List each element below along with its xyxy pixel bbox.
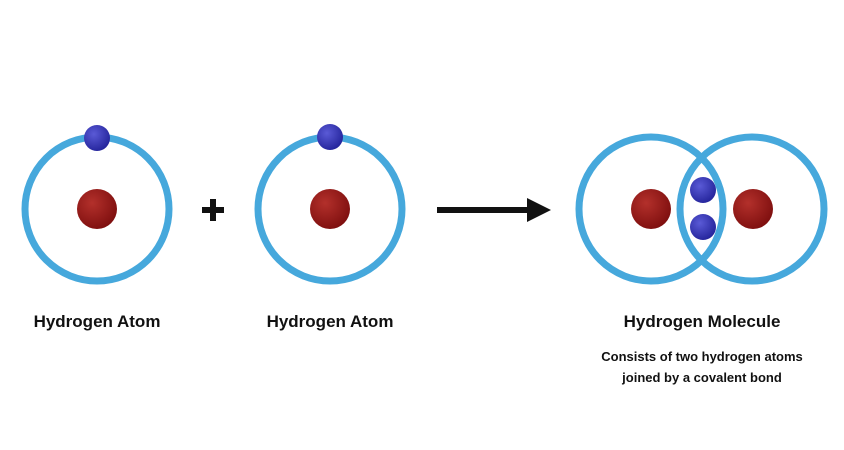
- atom-left-label: Hydrogen Atom: [33, 312, 161, 331]
- orbit-ring-left: [575, 133, 727, 285]
- molecule-caption-line2: joined by a covalent bond: [622, 370, 782, 385]
- shared-electron-top: [690, 177, 716, 203]
- orbit-ring-right: [676, 133, 828, 285]
- nucleus-right: [733, 189, 773, 229]
- shared-electron-bottom: [690, 214, 716, 240]
- nucleus-left: [631, 189, 671, 229]
- plus-icon: [202, 199, 224, 221]
- molecule-caption-line1: Consists of two hydrogen atoms: [601, 349, 803, 364]
- nucleus: [77, 189, 117, 229]
- right-arrow-icon: [437, 198, 551, 222]
- atom-right-label: Hydrogen Atom: [266, 312, 394, 331]
- electron: [84, 125, 110, 151]
- electron: [317, 124, 343, 150]
- hydrogen-molecule: [575, 133, 828, 285]
- hydrogen-atom-left: [21, 125, 173, 285]
- nucleus: [310, 189, 350, 229]
- hydrogen-atom-right: [254, 124, 406, 285]
- molecule-label: Hydrogen Molecule: [623, 312, 781, 331]
